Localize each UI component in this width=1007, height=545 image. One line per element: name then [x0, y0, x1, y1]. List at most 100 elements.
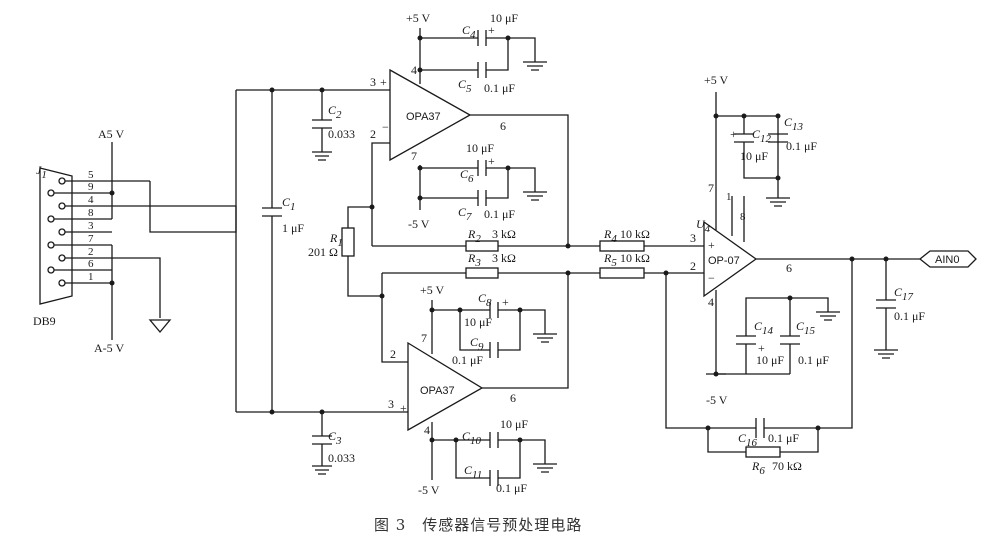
u2-pin4: 4 [424, 423, 430, 437]
connector-power: A5 V A-5 V [94, 127, 172, 355]
connector-type: DB9 [33, 314, 56, 328]
u4-plus: + [708, 238, 715, 252]
opamp-u2: OPA37 2 − 3 + 6 7 4 +5 V -5 V [381, 273, 569, 497]
u4-pin6: 6 [786, 261, 792, 275]
u4-pin1: 1 [726, 191, 732, 203]
c3-ref: C3 [328, 429, 342, 447]
c13-value: 0.1 μF [786, 139, 817, 153]
c2-ref: C2 [328, 103, 342, 121]
u2-pin7: 7 [421, 331, 427, 345]
c14-value: 10 μF [756, 353, 784, 367]
r6-value: 70 kΩ [772, 459, 802, 473]
c10-ref: C10 [462, 429, 482, 447]
pin-label-9: 9 [88, 181, 94, 193]
ground-icon [148, 319, 172, 334]
c6-ref: C6 [460, 167, 474, 185]
c10-value: 10 μF [500, 417, 528, 431]
decoupling-c8-c9: C8 + 10 μF C9 0.1 μF [429, 291, 557, 367]
output-net-label: AIN0 [935, 254, 959, 266]
c8-value: 10 μF [464, 315, 492, 329]
capacitor-c3: C3 0.033 [312, 409, 355, 475]
ground-icon [816, 311, 840, 321]
r3-value: 3 kΩ [492, 251, 516, 265]
c14-plus: + [758, 341, 765, 355]
u1-vplus: +5 V [406, 11, 431, 25]
c11-ref: C11 [464, 463, 482, 481]
c8-ref: C8 [478, 291, 492, 309]
c4-value: 10 μF [490, 11, 518, 25]
pin-label-8: 8 [88, 207, 94, 219]
u2-vminus: -5 V [418, 483, 440, 497]
u2-plus: + [400, 401, 407, 415]
c12-value: 10 μF [740, 149, 768, 163]
c17-ref: C17 [894, 285, 914, 303]
c14-ref: C14 [754, 319, 774, 337]
u1-pin7: 7 [411, 149, 417, 163]
resistor-r1: R1 201 Ω [308, 206, 385, 356]
u1-vminus: -5 V [408, 217, 430, 231]
ground-icon [523, 61, 547, 71]
pin-label-3: 3 [88, 220, 94, 232]
c8-plus: + [502, 295, 509, 309]
c6-plus: + [488, 154, 495, 168]
pin-label-2: 2 [88, 246, 94, 258]
u2-pin2: 2 [390, 347, 396, 361]
u4-ref: U4 [696, 217, 711, 235]
am5v-label: A-5 V [94, 341, 124, 355]
r2-ref: R2 [467, 227, 481, 245]
ground-icon [312, 151, 332, 161]
decoupling-c4-c5: C4 10 μF + C5 0.1 μF [417, 11, 547, 95]
u1-pin6: 6 [500, 119, 506, 133]
capacitor-c2: C2 0.033 [312, 87, 355, 161]
u4-pin8: 8 [740, 211, 746, 223]
c13-ref: C13 [784, 115, 804, 133]
r1-ref: R1 [329, 231, 343, 249]
c16-ref: C16 [738, 431, 758, 449]
u4-name: OP-07 [708, 255, 740, 267]
opamp-u4: U4 OP-07 3 + 2 − 6 7 4 1 8 +5 V -5 V [690, 73, 920, 407]
u4-pin2: 2 [690, 259, 696, 273]
pin-label-4: 4 [88, 194, 94, 206]
capacitor-c17: C17 0.1 μF [874, 259, 925, 359]
u1-pin3: 3 [370, 75, 376, 89]
c4-plus: + [488, 23, 495, 37]
pin-label-1: 1 [88, 271, 94, 283]
resistor-r2: R2 3 kΩ [372, 227, 600, 252]
c5-ref: C5 [458, 77, 472, 95]
c12-ref: C12 [752, 127, 772, 145]
a5v-label: A5 V [98, 127, 124, 141]
c2-value: 0.033 [328, 127, 355, 141]
u1-pin4: 4 [411, 63, 417, 77]
c7-ref: C7 [458, 205, 472, 223]
pin-label-7: 7 [88, 233, 94, 245]
c1-value: 1 μF [282, 221, 304, 235]
resistor-r5: R5 10 kΩ [599, 251, 704, 279]
c15-value: 0.1 μF [798, 353, 829, 367]
r3-ref: R3 [467, 251, 481, 269]
c9-ref: C9 [470, 335, 484, 353]
resistor-r4: R4 10 kΩ [599, 227, 704, 252]
u1-minus: − [382, 120, 389, 134]
decoupling-c12-c13: + C12 10 μF C13 0.1 μF [713, 113, 817, 207]
c7-value: 0.1 μF [484, 207, 515, 221]
c15-ref: C15 [796, 319, 816, 337]
capacitor-c1: C1 1 μF [262, 90, 304, 412]
r5-ref: R5 [603, 251, 617, 269]
u4-pin4: 4 [708, 295, 714, 309]
pin-label-6: 6 [88, 258, 94, 270]
resistor-r3: R3 3 kΩ [381, 251, 600, 296]
r4-value: 10 kΩ [620, 227, 650, 241]
u2-pin3: 3 [388, 397, 394, 411]
db9-connector: J1 DB9 5 9 4 8 3 7 2 6 1 [33, 163, 236, 328]
r6-ref: R6 [751, 459, 765, 477]
c17-value: 0.1 μF [894, 309, 925, 323]
c11-value: 0.1 μF [496, 481, 527, 495]
feedback-network: C16 0.1 μF R6 70 kΩ [665, 259, 853, 477]
c9-value: 0.1 μF [452, 353, 483, 367]
u2-vplus: +5 V [420, 283, 445, 297]
ground-icon [533, 463, 557, 473]
u4-minus: − [708, 271, 715, 285]
r4-ref: R4 [603, 227, 617, 245]
connector-ref: J1 [36, 163, 47, 181]
u4-pin3: 3 [690, 231, 696, 245]
